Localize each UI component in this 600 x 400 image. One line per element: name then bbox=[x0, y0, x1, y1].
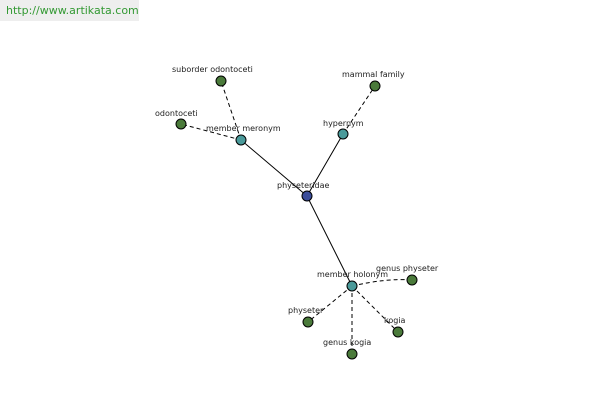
graph-edges bbox=[180, 80, 413, 354]
node-physeter[interactable] bbox=[302, 316, 314, 328]
edge-physeteridae-to-member-holonym bbox=[306, 195, 353, 287]
node-suborder-odontoceti[interactable] bbox=[215, 75, 227, 87]
graph-nodes bbox=[175, 75, 418, 360]
label-member-holonym[interactable]: member holonym bbox=[317, 270, 388, 279]
edge-member-holonym-to-genus-physeter bbox=[351, 279, 413, 287]
node-genus-physeter[interactable] bbox=[406, 274, 418, 286]
node-physeteridae[interactable] bbox=[301, 190, 313, 202]
label-hypernym[interactable]: hypernym bbox=[323, 119, 364, 128]
label-kogia[interactable]: kogia bbox=[384, 316, 406, 325]
edge-member-meronym-to-odontoceti bbox=[180, 123, 242, 141]
edge-member-holonym-to-kogia bbox=[351, 285, 399, 333]
label-genus-kogia[interactable]: genus kogia bbox=[323, 338, 371, 347]
node-genus-kogia[interactable] bbox=[346, 348, 358, 360]
edge-member-meronym-to-suborder-odontoceti bbox=[220, 80, 242, 141]
edge-hypernym-to-mammal-family bbox=[342, 85, 376, 135]
node-mammal-family[interactable] bbox=[369, 80, 381, 92]
label-odontoceti[interactable]: odontoceti bbox=[155, 109, 198, 118]
edge-physeteridae-to-hypernym bbox=[306, 133, 344, 197]
label-member-meronym[interactable]: member meronym bbox=[206, 124, 281, 133]
label-suborder-odontoceti[interactable]: suborder odontoceti bbox=[172, 65, 253, 74]
node-hypernym[interactable] bbox=[337, 128, 349, 140]
node-odontoceti[interactable] bbox=[175, 118, 187, 130]
label-mammal-family[interactable]: mammal family bbox=[342, 70, 405, 79]
node-kogia[interactable] bbox=[392, 326, 404, 338]
label-physeter[interactable]: physeter bbox=[288, 306, 324, 315]
watermark-url[interactable]: http://www.artikata.com bbox=[0, 0, 139, 21]
node-member-holonym[interactable] bbox=[346, 280, 358, 292]
edge-physeteridae-to-member-meronym bbox=[240, 139, 308, 197]
label-physeteridae[interactable]: physeteridae bbox=[277, 181, 330, 190]
label-genus-physeter[interactable]: genus physeter bbox=[376, 264, 439, 273]
node-member-meronym[interactable] bbox=[235, 134, 247, 146]
graph-labels: physeteridae member meronym hypernym member… bbox=[155, 65, 439, 347]
edge-member-holonym-to-physeter bbox=[307, 285, 353, 323]
